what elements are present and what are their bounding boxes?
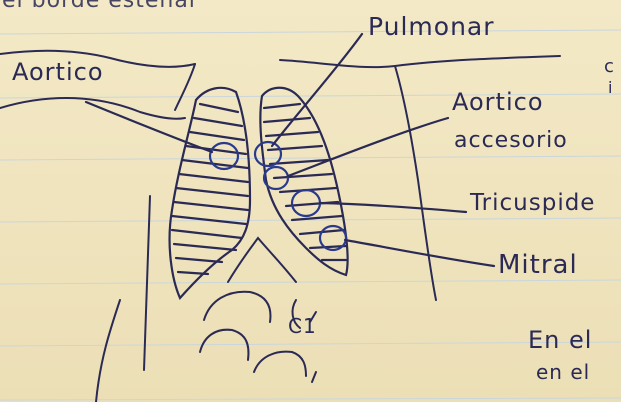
pulmonar-leader	[272, 34, 362, 146]
label-aortico-accesorio-line1: Aortico	[452, 90, 544, 114]
header-fragment: el borde estenal	[2, 0, 196, 12]
note-top-right-2: i	[608, 80, 613, 96]
note-ribs: C1	[288, 316, 317, 336]
label-mitral: Mitral	[498, 252, 578, 278]
label-aortico: Aortico	[12, 60, 104, 84]
note-en-el-2: en el	[536, 362, 590, 382]
note-top-right: c	[604, 58, 615, 76]
label-aortico-accesorio-line2: accesorio	[454, 130, 568, 152]
label-tricuspide: Tricuspide	[470, 192, 595, 215]
note-en-el-1: En el	[528, 328, 592, 352]
pulmonary-valve-marker	[255, 142, 281, 166]
label-pulmonar: Pulmonar	[368, 14, 495, 39]
mitral-leader	[345, 240, 494, 266]
left-lung	[260, 88, 347, 275]
